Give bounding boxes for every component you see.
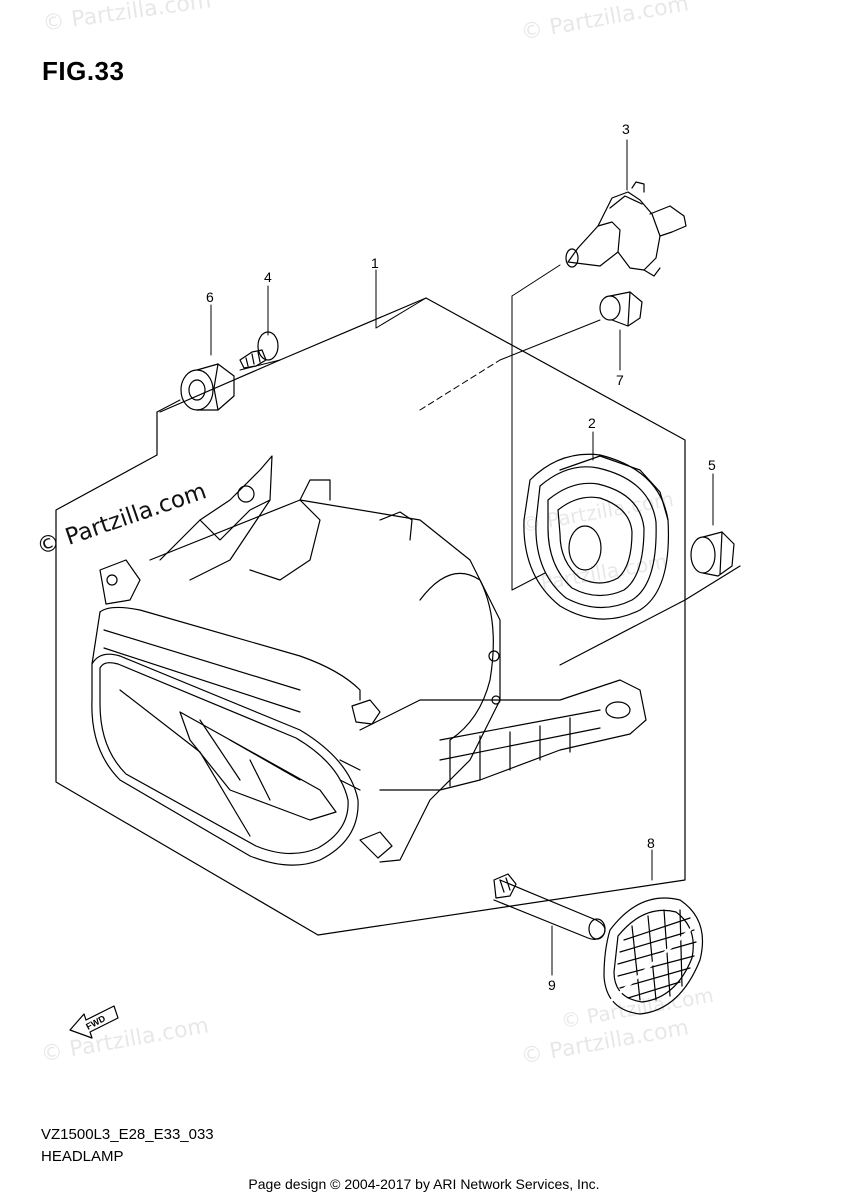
assembly-frame: [55, 297, 741, 936]
reflector-8: [603, 897, 704, 1015]
diagram-caption: HEADLAMP: [41, 1148, 124, 1165]
callout-6: 6: [206, 289, 214, 305]
callout-5: 5: [708, 457, 716, 473]
callout-7: 7: [616, 372, 624, 388]
pin-9: [493, 873, 606, 940]
callout-2: 2: [588, 415, 596, 431]
fwd-arrow: FWD: [69, 1005, 119, 1039]
leader-lines: [156, 139, 714, 976]
grommet-7: [599, 291, 643, 327]
callout-1: 1: [371, 255, 379, 271]
model-code: VZ1500L3_E28_E33_033: [41, 1126, 214, 1143]
dust-cover-2: [523, 453, 670, 620]
grommet-6: [180, 363, 235, 411]
headlamp-bulb: [565, 181, 687, 277]
headlamp-assembly: [91, 455, 647, 866]
screw-4: [239, 331, 279, 369]
callout-4: 4: [264, 269, 272, 285]
callout-8: 8: [647, 835, 655, 851]
figure-title: FIG.33: [42, 56, 125, 86]
page-footer: Page design © 2004-2017 by ARI Network S…: [248, 1176, 600, 1192]
callout-9: 9: [548, 977, 556, 993]
callout-3: 3: [622, 121, 630, 137]
watermark-main: © Partzilla.com: [33, 478, 209, 560]
grommet-5: [690, 531, 735, 577]
